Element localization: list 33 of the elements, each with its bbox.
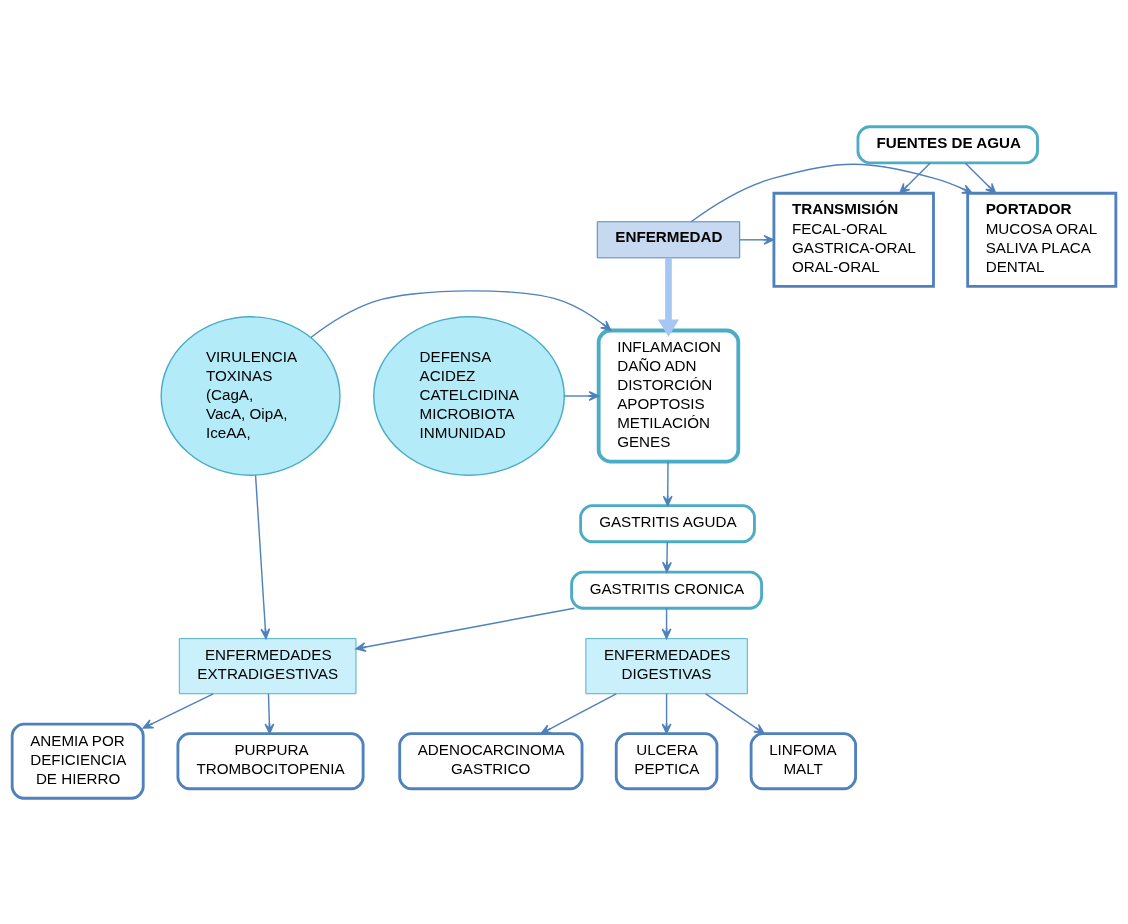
node-box: FUENTES DE AGUA xyxy=(856,124,1039,164)
arrow xyxy=(142,692,214,729)
node-box: PURPURA TROMBOCITOPENIA xyxy=(176,731,365,790)
arrow xyxy=(355,607,575,652)
arrow xyxy=(264,692,275,734)
arrow xyxy=(662,540,672,573)
node-box: PORTADOR MUCOSA ORAL SALIVA PLACA DENTAL xyxy=(966,191,1118,288)
node-ellipse: DEFENSA ACIDEZ CATELCIDINA MICROBIOTA INMUNIDAD xyxy=(373,315,565,476)
node-box: ENFERMEDAD xyxy=(596,220,741,258)
arrow xyxy=(899,162,931,194)
arrow xyxy=(705,692,765,734)
arrow xyxy=(661,607,672,639)
node-box: GASTRITIS CRONICA xyxy=(570,570,763,610)
arrow xyxy=(657,257,680,337)
node-box: INFLAMACION DAÑO ADN DISTORCIÓN APOPTOSIS METILACIÓN GENES xyxy=(596,328,741,463)
node-box: ADENOCARCINOMA GASTRICO xyxy=(398,731,584,790)
arrow xyxy=(661,692,672,734)
arrow xyxy=(254,474,271,639)
node-box: LINFOMA MALT xyxy=(749,731,857,790)
node-box: ULCERA PEPTICA xyxy=(614,731,719,790)
arrow xyxy=(540,692,617,734)
arrow xyxy=(690,163,973,222)
arrow xyxy=(964,162,997,194)
arrow xyxy=(739,234,775,245)
node-box: ENFERMEDADES EXTRADIGESTIVAS xyxy=(178,637,357,694)
arrow xyxy=(310,289,612,338)
node-box: ENFERMEDADES DIGESTIVAS xyxy=(585,637,748,694)
arrow xyxy=(563,390,600,401)
arrow xyxy=(662,460,673,506)
node-box: TRANSMISIÓN FECAL-ORAL GASTRICA-ORAL ORAL-ORAL xyxy=(772,191,935,288)
node-box: ANEMIA POR DEFICIENCIA DE HIERRO xyxy=(10,722,145,800)
node-box: GASTRITIS AGUDA xyxy=(579,503,756,543)
node-ellipse: VIRULENCIA TOXINAS (CagA, VacA, OipA, IceAA, xyxy=(160,315,341,476)
